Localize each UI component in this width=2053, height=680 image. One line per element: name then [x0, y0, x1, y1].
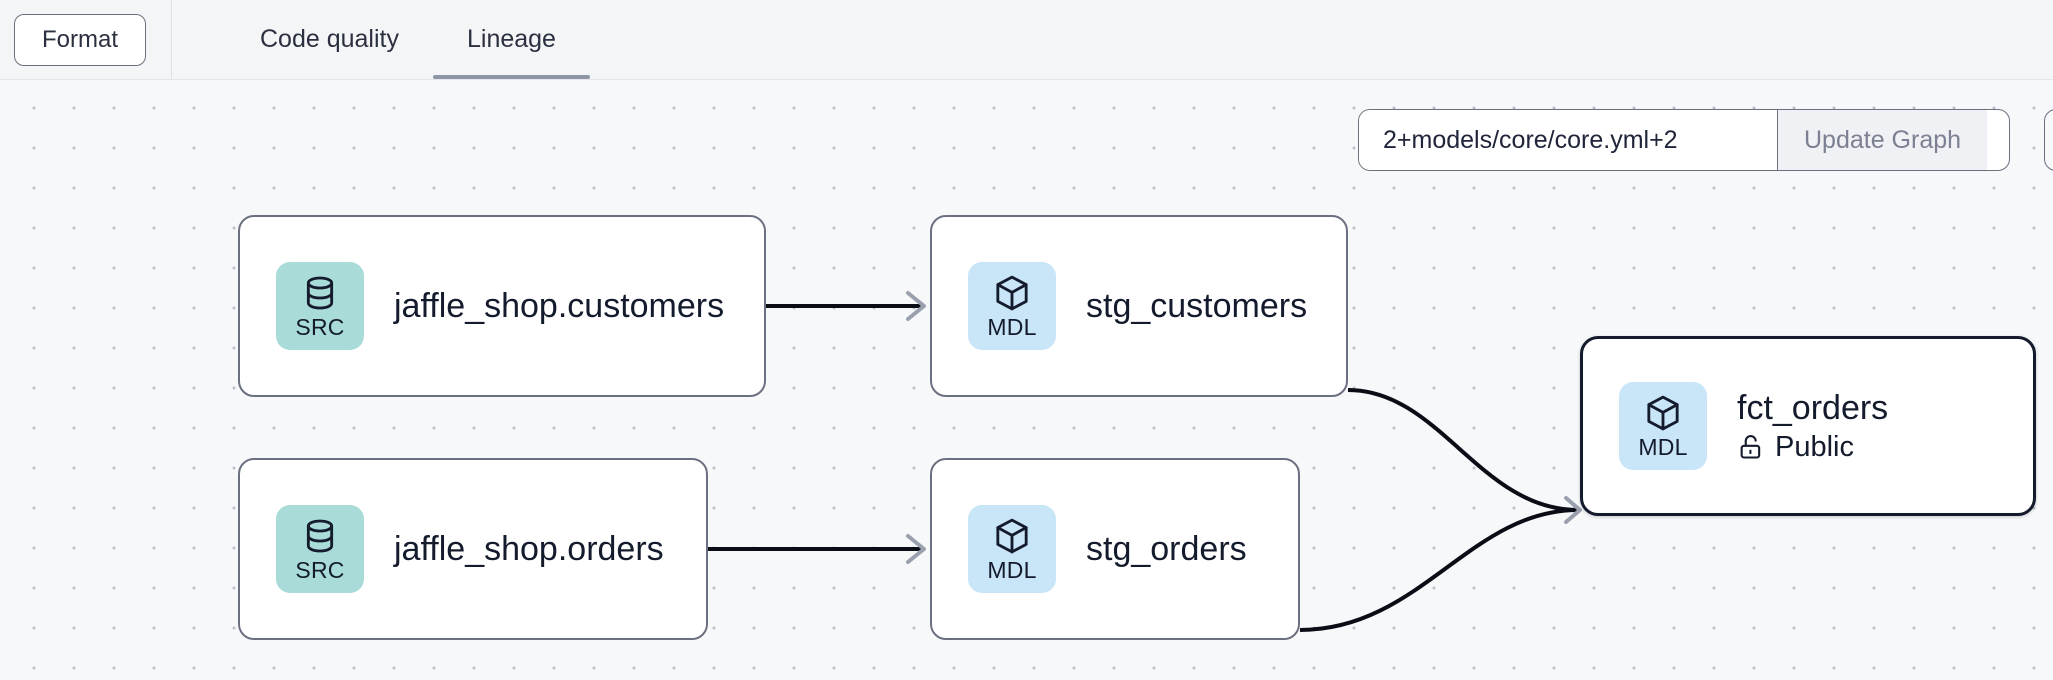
dbt-selector-input[interactable]	[1359, 110, 1777, 170]
tab-lineage[interactable]: Lineage	[432, 0, 590, 79]
update-graph-button[interactable]: Update Graph	[1777, 110, 1988, 170]
node-title: jaffle_shop.orders	[394, 529, 664, 568]
tab-code-quality[interactable]: Code quality	[260, 25, 399, 53]
cube-icon	[1643, 393, 1683, 433]
editor-toolbar: Format Code quality Lineage	[0, 0, 2053, 80]
graph-controls: Update Graph	[1358, 109, 2010, 171]
graph-controls-overflow-panel[interactable]	[2044, 109, 2053, 171]
node-title: fct_orders	[1737, 388, 1889, 427]
node-access-label: Public	[1737, 431, 1888, 463]
node-badge-label: SRC	[295, 314, 345, 340]
lineage-node-fct-orders[interactable]: MDL fct_orders Public	[1580, 336, 2036, 516]
node-badge-label: MDL	[1638, 434, 1688, 460]
lineage-node-stg-orders[interactable]: MDL stg_orders	[930, 458, 1300, 640]
database-icon	[300, 516, 340, 556]
node-body: fct_orders Public	[1737, 389, 1888, 464]
toolbar-tabs: Code quality Lineage	[172, 0, 590, 79]
format-button[interactable]: Format	[14, 13, 146, 66]
edge-stg-orders-to-fct-orders	[1299, 496, 1582, 632]
node-body: stg_orders	[1086, 530, 1247, 568]
lineage-node-stg-customers[interactable]: MDL stg_customers	[930, 215, 1348, 397]
lineage-canvas[interactable]: SRC jaffle_shop.customers MDL stg_custo	[0, 80, 2053, 680]
node-badge-mdl: MDL	[968, 505, 1056, 593]
node-title: jaffle_shop.customers	[394, 286, 725, 325]
node-badge-src: SRC	[276, 262, 364, 350]
node-badge-label: SRC	[295, 557, 345, 583]
unlock-icon	[1737, 433, 1765, 461]
database-icon	[300, 273, 340, 313]
lineage-node-jaffle-shop-customers[interactable]: SRC jaffle_shop.customers	[238, 215, 766, 397]
node-title: stg_orders	[1086, 529, 1247, 568]
node-body: jaffle_shop.orders	[394, 530, 664, 568]
node-body: stg_customers	[1086, 287, 1307, 325]
toolbar-left-group: Format	[0, 0, 172, 79]
node-badge-mdl: MDL	[968, 262, 1056, 350]
lineage-node-jaffle-shop-orders[interactable]: SRC jaffle_shop.orders	[238, 458, 708, 640]
node-access-text: Public	[1775, 430, 1854, 463]
node-badge-label: MDL	[987, 557, 1037, 583]
node-badge-label: MDL	[987, 314, 1037, 340]
node-body: jaffle_shop.customers	[394, 287, 724, 325]
cube-icon	[992, 516, 1032, 556]
node-badge-mdl: MDL	[1619, 382, 1707, 470]
edge-orders-to-stg-orders	[708, 534, 926, 564]
cube-icon	[992, 273, 1032, 313]
node-title: stg_customers	[1086, 286, 1308, 325]
node-badge-src: SRC	[276, 505, 364, 593]
edge-customers-to-stg-customers	[766, 291, 926, 321]
edge-stg-customers-to-fct-orders	[1347, 388, 1579, 512]
